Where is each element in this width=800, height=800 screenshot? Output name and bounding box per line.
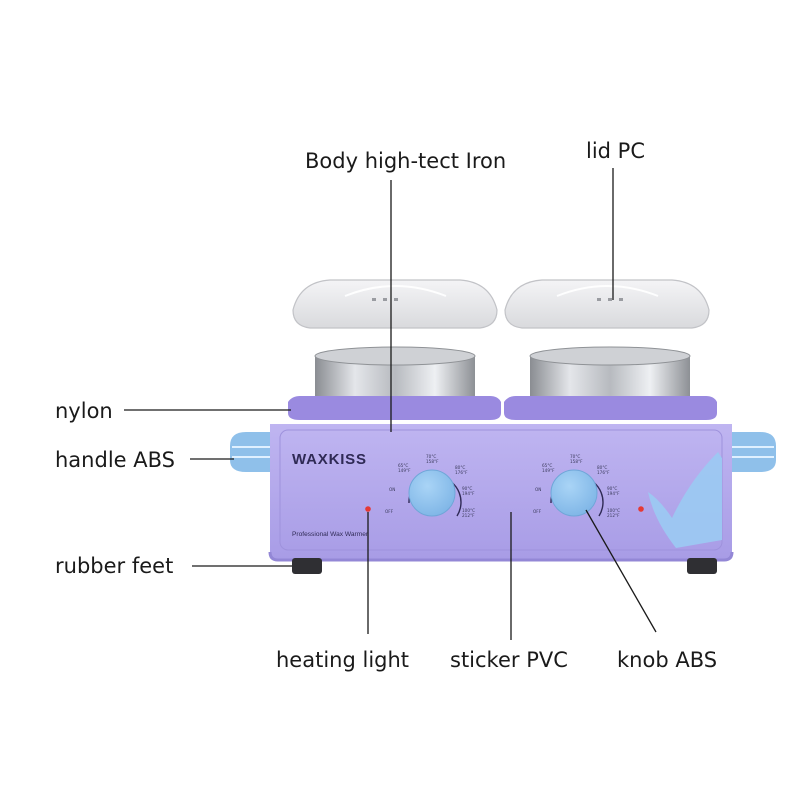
- callout-nylon: nylon: [55, 399, 113, 423]
- callout-feet: rubber feet: [55, 554, 173, 578]
- heating-light-left: [365, 506, 371, 512]
- dial-label-100: 100°C: [462, 508, 475, 513]
- dial-label-80: 80°C: [455, 465, 465, 470]
- dial-label-90: 90°C: [607, 486, 617, 491]
- dial-label-70: 70°C: [426, 454, 436, 459]
- handle-right: [728, 432, 776, 472]
- dial-label-80f: 176°F: [597, 470, 610, 475]
- leader-knob: [585, 509, 657, 633]
- dial-left-scale: OFF ON 65°C 149°F 70°C 158°F 80°C 176°F …: [385, 454, 475, 518]
- callout-lid: lid PC: [586, 139, 645, 163]
- lid-vent-hole: [619, 298, 623, 301]
- lid-vent-hole: [383, 298, 387, 301]
- dial-right-scale: OFF ON 65°C 149°F 70°C 158°F 80°C 176°F …: [533, 454, 620, 518]
- warmer-body: [268, 424, 734, 562]
- nylon-ring: [288, 396, 717, 420]
- heating-light-right: [638, 506, 644, 512]
- dial-label-80f: 176°F: [455, 470, 468, 475]
- dial-label-65: 65°C: [542, 463, 552, 468]
- knob-left[interactable]: [408, 469, 456, 517]
- dial-label-80: 80°C: [597, 465, 607, 470]
- dial-label-65f: 149°F: [398, 468, 411, 473]
- lid-right: [504, 279, 710, 329]
- lid-vent-hole: [608, 298, 612, 301]
- dial-label-70f: 158°F: [570, 459, 583, 464]
- dial-label-70: 70°C: [570, 454, 580, 459]
- callout-handle: handle ABS: [55, 448, 175, 472]
- dial-label-90f: 194°F: [607, 491, 620, 496]
- callout-knob: knob ABS: [617, 648, 717, 672]
- rubber-foot-right: [687, 558, 717, 574]
- callout-sticker: sticker PVC: [450, 648, 568, 672]
- dial-label-off: OFF: [385, 509, 394, 514]
- lid-left: [292, 279, 498, 329]
- dial-label-65f: 149°F: [542, 468, 555, 473]
- product-caption: Professional Wax Warmer: [292, 531, 369, 538]
- knob-right[interactable]: [550, 469, 598, 517]
- lid-vent-hole: [394, 298, 398, 301]
- dial-label-100f: 212°F: [462, 513, 475, 518]
- dial-label-65: 65°C: [398, 463, 408, 468]
- lid-vent-hole: [372, 298, 376, 301]
- dial-label-on: ON: [389, 487, 395, 492]
- brand-logo: WAXKISS: [292, 451, 367, 468]
- rubber-foot-left: [292, 558, 322, 574]
- dial-label-90: 90°C: [462, 486, 472, 491]
- callout-light: heating light: [276, 648, 409, 672]
- checkmark-decal: [648, 452, 722, 548]
- dial-label-70f: 158°F: [426, 459, 439, 464]
- dial-label-90f: 194°F: [462, 491, 475, 496]
- lid-vent-hole: [597, 298, 601, 301]
- callout-body: Body high-tect Iron: [305, 149, 506, 173]
- dial-label-100: 100°C: [607, 508, 620, 513]
- dial-label-100f: 212°F: [607, 513, 620, 518]
- dial-label-on: ON: [535, 487, 541, 492]
- dial-label-off: OFF: [533, 509, 542, 514]
